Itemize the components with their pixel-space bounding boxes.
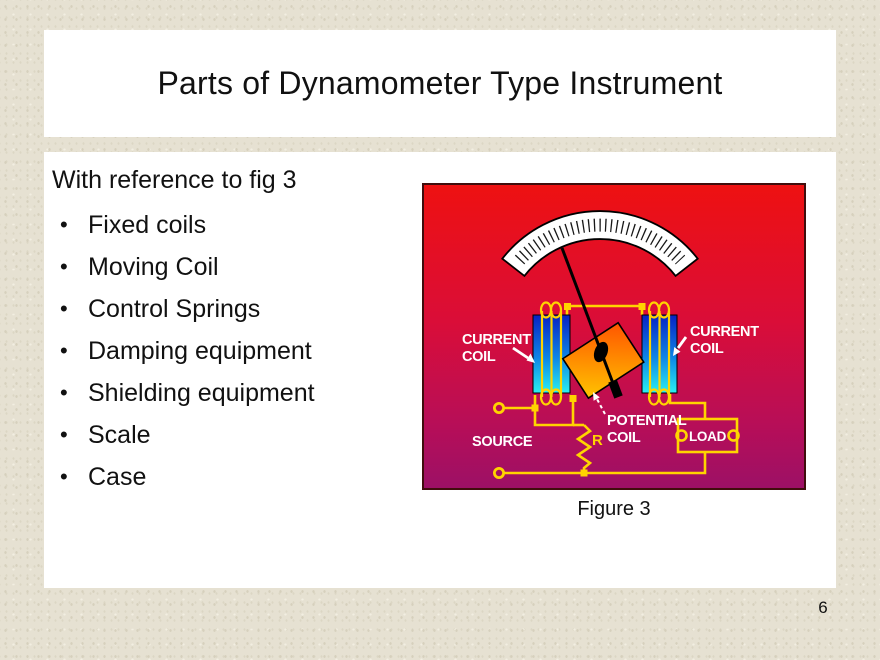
arrow-to-potential-coil bbox=[593, 392, 606, 415]
bullet-label: Scale bbox=[88, 421, 151, 449]
bullet-label: Fixed coils bbox=[88, 211, 207, 239]
source-terminals bbox=[493, 401, 506, 479]
list-item: • Case bbox=[44, 456, 422, 498]
svg-text:POTENTIAL: POTENTIAL bbox=[607, 413, 687, 429]
bullet-marker: • bbox=[60, 254, 68, 279]
bullet-list: • Fixed coils • Moving Coil • Control Sprin… bbox=[44, 204, 422, 498]
dynamometer-figure: LOAD CURRENT COIL CURRENT COIL bbox=[422, 183, 806, 490]
load-label: LOAD bbox=[689, 429, 727, 444]
dynamometer-diagram: LOAD CURRENT COIL CURRENT COIL bbox=[422, 183, 806, 490]
svg-text:CURRENT: CURRENT bbox=[690, 324, 759, 340]
bullet-marker: • bbox=[60, 296, 68, 321]
list-item: • Moving Coil bbox=[44, 246, 422, 288]
list-item: • Fixed coils bbox=[44, 204, 422, 246]
list-item: • Control Springs bbox=[44, 288, 422, 330]
intro-line: With reference to fig 3 bbox=[52, 166, 297, 194]
bullet-marker: • bbox=[60, 422, 68, 447]
label-current-coil-right: CURRENT COIL bbox=[673, 324, 760, 357]
figure-caption: Figure 3 bbox=[577, 498, 651, 520]
needle bbox=[560, 247, 623, 399]
arrow-to-right-coil bbox=[673, 336, 688, 356]
bullet-marker: • bbox=[60, 212, 68, 237]
svg-text:CURRENT: CURRENT bbox=[462, 332, 531, 348]
bullet-label: Case bbox=[88, 463, 147, 491]
list-item: • Scale bbox=[44, 414, 422, 456]
page-title: Parts of Dynamometer Type Instrument bbox=[157, 65, 723, 101]
list-item: • Damping equipment bbox=[44, 330, 422, 372]
title-box: Parts of Dynamometer Type Instrument bbox=[44, 30, 836, 137]
load-box: LOAD bbox=[675, 417, 740, 454]
bullet-marker: • bbox=[60, 380, 68, 405]
content-box: With reference to fig 3 • Fixed coils • Mo… bbox=[44, 152, 836, 588]
arrow-to-left-coil bbox=[512, 346, 535, 363]
scale-arc bbox=[501, 210, 699, 278]
resistor-label: R bbox=[592, 432, 603, 449]
svg-text:COIL: COIL bbox=[462, 349, 496, 365]
bullet-label: Damping equipment bbox=[88, 337, 312, 365]
source-label: SOURCE bbox=[472, 434, 533, 450]
bullet-marker: • bbox=[60, 464, 68, 489]
bullet-label: Control Springs bbox=[88, 295, 261, 323]
bullet-label: Shielding equipment bbox=[88, 379, 315, 407]
page-number: 6 bbox=[818, 598, 828, 617]
svg-text:COIL: COIL bbox=[690, 341, 724, 357]
circuit-wires bbox=[503, 304, 707, 475]
bullet-label: Moving Coil bbox=[88, 253, 219, 281]
label-potential-coil: POTENTIAL COIL bbox=[593, 392, 687, 446]
bullet-marker: • bbox=[60, 338, 68, 363]
list-item: • Shielding equipment bbox=[44, 372, 422, 414]
body-text: With reference to fig 3 • Fixed coils • Mo… bbox=[44, 152, 422, 498]
wire-junctions bbox=[531, 303, 646, 477]
label-current-coil-left: CURRENT COIL bbox=[462, 332, 535, 365]
fixed-coil-right bbox=[641, 301, 678, 406]
svg-text:COIL: COIL bbox=[607, 430, 641, 446]
fixed-coil-left bbox=[532, 301, 571, 406]
